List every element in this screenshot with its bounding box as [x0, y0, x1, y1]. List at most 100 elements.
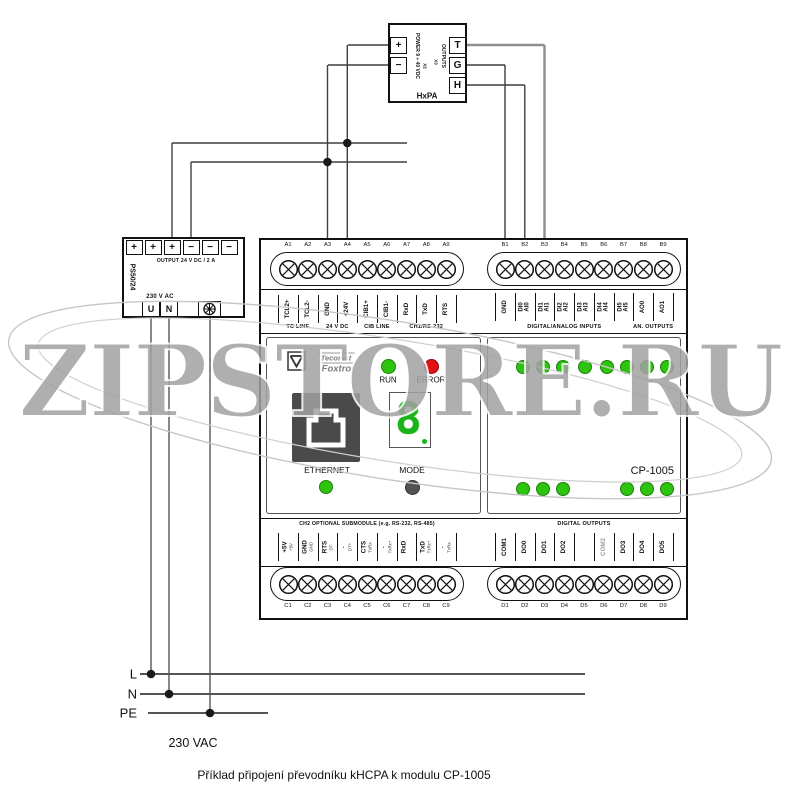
pin-primary-label: AO0: [640, 300, 647, 314]
terminal-number: C3: [323, 603, 332, 609]
dc-wires: [171, 44, 407, 241]
pin-primary-label: DI0: [518, 302, 525, 312]
pin-label: ·TxRx-: [439, 541, 451, 553]
terminal-screw: [514, 574, 535, 595]
terminal-number: D8: [639, 603, 648, 609]
terminal-screw: [633, 259, 654, 280]
pin-separator: [396, 295, 398, 323]
module-divider: [260, 333, 687, 335]
terminal-number: A3: [323, 242, 332, 248]
led-indicator: [423, 358, 439, 374]
led-indicator: [319, 480, 333, 494]
pin-separator: [416, 533, 418, 561]
led-indicator: [578, 360, 592, 374]
pin-label: DO4: [639, 540, 647, 554]
pin-separator: [495, 293, 497, 321]
pin-separator: [278, 533, 280, 561]
pin-separator: [514, 533, 516, 561]
terminal-screw: [317, 574, 338, 595]
terminal-screw: [653, 574, 674, 595]
pin-separator: [653, 293, 655, 321]
terminal-screw: [574, 574, 595, 595]
terminal-screw: [436, 574, 457, 595]
terminal-number: D4: [560, 603, 569, 609]
pin-secondary-label: AI2: [564, 302, 571, 312]
module-divider: [260, 289, 687, 291]
psu-terminal-plus-3: +: [163, 240, 181, 255]
hxpa-power-connector: X2: [422, 63, 428, 69]
terminal-number: D2: [521, 603, 529, 609]
terminal-screw: [514, 259, 535, 280]
pin-secondary-label: TxRx+: [386, 540, 392, 554]
terminal-screw: [534, 574, 555, 595]
digital-outputs-header: DIGITAL OUTPUTS: [557, 521, 611, 527]
pin-secondary-label: AI4: [603, 302, 610, 312]
hxpa-name-label: HxPA: [416, 91, 438, 101]
pin-label: +24V: [343, 301, 351, 317]
pin-label: CIB1+: [362, 300, 370, 318]
terminal-screw: [357, 574, 378, 595]
terminal-screw: [416, 574, 437, 595]
terminal-number: A2: [304, 242, 312, 248]
display-dot: [422, 439, 427, 444]
terminal-group-label: CIB LINE: [364, 324, 390, 330]
pin-separator: [455, 295, 457, 323]
hxpa-outputs-label: OUTPUTS: [440, 44, 446, 68]
terminal-number: D7: [619, 603, 628, 609]
psu-terminal-n: N: [160, 301, 178, 317]
pin-secondary-label: TxRx-: [366, 541, 372, 553]
terminal-number: D5: [580, 603, 588, 609]
pin-label: TCL2+: [283, 299, 291, 319]
pin-label: DO5: [658, 540, 666, 554]
hxpa-terminal-minus: −: [390, 56, 407, 74]
pin-secondary-label: GND: [307, 542, 313, 552]
terminal-group-label: TC LINE: [286, 324, 310, 330]
terminal-screw: [554, 574, 575, 595]
pin-separator: [416, 295, 418, 323]
mains-line-l-label: L: [129, 666, 137, 682]
hxpa-outputs-connector: X3: [433, 59, 439, 65]
pin-separator: [337, 295, 339, 323]
mains-line-n-label: N: [127, 686, 137, 702]
pin-separator: [613, 533, 615, 561]
terminal-number: B6: [600, 242, 608, 248]
pin-label: AO1: [660, 301, 666, 313]
module-divider: [260, 518, 687, 520]
pin-label: GND: [323, 302, 331, 316]
terminal-number: D6: [600, 603, 608, 609]
terminal-number: A6: [383, 242, 391, 248]
pin-label: DO3: [619, 540, 627, 554]
pin-separator: [317, 533, 319, 561]
psu-terminal-minus-2: −: [201, 240, 219, 255]
hxpa-terminal-plus: +: [390, 36, 407, 54]
pin-separator: [672, 293, 674, 321]
pin-label: COM1: [500, 538, 508, 556]
pin-label: RxD·: [400, 541, 412, 553]
terminal-screw: [357, 259, 378, 280]
pin-label: DO2: [560, 540, 568, 554]
terminal-screw: [574, 259, 595, 280]
tecomat-logo-icon: [287, 351, 306, 376]
ethernet-label: ETHERNET: [304, 465, 350, 475]
led-indicator: [640, 360, 654, 374]
terminal-number: A8: [422, 242, 430, 248]
terminal-number: C6: [383, 603, 391, 609]
psu-terminal-plus-2: +: [144, 240, 162, 255]
terminal-screw: [593, 574, 614, 595]
terminal-screw: [396, 574, 417, 595]
pin-label: DO0: [520, 540, 528, 554]
terminal-group-label: CH1/RS-232: [409, 324, 444, 330]
terminal-group-label: 24 V DC: [326, 324, 349, 330]
led-indicator: [516, 360, 530, 374]
pin-primary-label: DI4: [597, 302, 604, 312]
display-digit: 8: [395, 393, 422, 445]
